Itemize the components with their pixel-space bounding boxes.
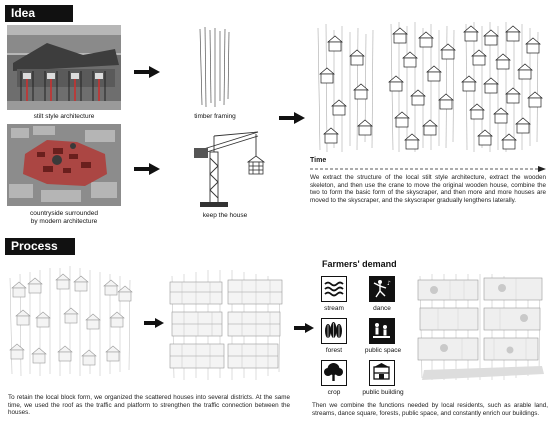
- people-icon: [369, 318, 395, 344]
- arrow-right-icon: [279, 112, 305, 124]
- arrow-right-icon: [294, 323, 314, 333]
- skyscraper-stage-3: [460, 20, 546, 154]
- svg-text:♪: ♪: [387, 280, 391, 287]
- idea-header-label: Idea: [11, 6, 36, 20]
- demand-label-dance: dance: [373, 305, 391, 312]
- demand-label-forest: forest: [325, 347, 343, 354]
- process-header-label: Process: [11, 239, 58, 253]
- crane-sketch: [186, 122, 272, 208]
- tree-icon: [321, 360, 347, 386]
- waves-icon: [321, 276, 347, 302]
- process-header: Process: [5, 238, 75, 255]
- countryside-caption-line1: countryside surrounded: [30, 210, 98, 217]
- demand-label-stream: stream: [324, 305, 344, 312]
- arrow-right-icon: [134, 66, 160, 78]
- timber-caption: timber framing: [194, 113, 236, 120]
- countryside-photo: [7, 124, 121, 206]
- idea-header: Idea: [5, 5, 73, 22]
- time-axis-arrow: [310, 166, 546, 172]
- process-left-description: To retain the local block form, we organ…: [8, 394, 290, 417]
- leaves-icon: [321, 318, 347, 344]
- process-right-description: Then we combine the functions needed by …: [312, 402, 548, 417]
- demand-label-public-building: public building: [362, 389, 404, 396]
- skyscraper-stage-1: [310, 22, 382, 154]
- stilt-photo: [7, 25, 121, 110]
- final-building-model: [414, 270, 550, 386]
- skyscraper-stage-2: [385, 20, 459, 154]
- dancer-icon: ♪: [369, 276, 395, 302]
- keep-house-caption: keep the house: [202, 212, 248, 219]
- timber-framing-sketch: [194, 27, 232, 109]
- demand-title: Farmers' demand: [322, 259, 397, 269]
- arrow-right-icon: [144, 318, 164, 328]
- time-label: Time: [310, 157, 327, 164]
- block-form-model: [6, 262, 138, 382]
- countryside-caption-line2: by modern architecture: [30, 218, 98, 225]
- idea-description: We extract the structure of the local st…: [310, 174, 546, 204]
- demand-label-crop: crop: [327, 389, 341, 396]
- stilt-caption: stilt style architecture: [33, 113, 95, 120]
- demand-label-public-space: public space: [364, 347, 402, 354]
- roof-platform-model: [166, 266, 290, 384]
- arrow-right-icon: [134, 163, 160, 175]
- building-icon: [369, 360, 395, 386]
